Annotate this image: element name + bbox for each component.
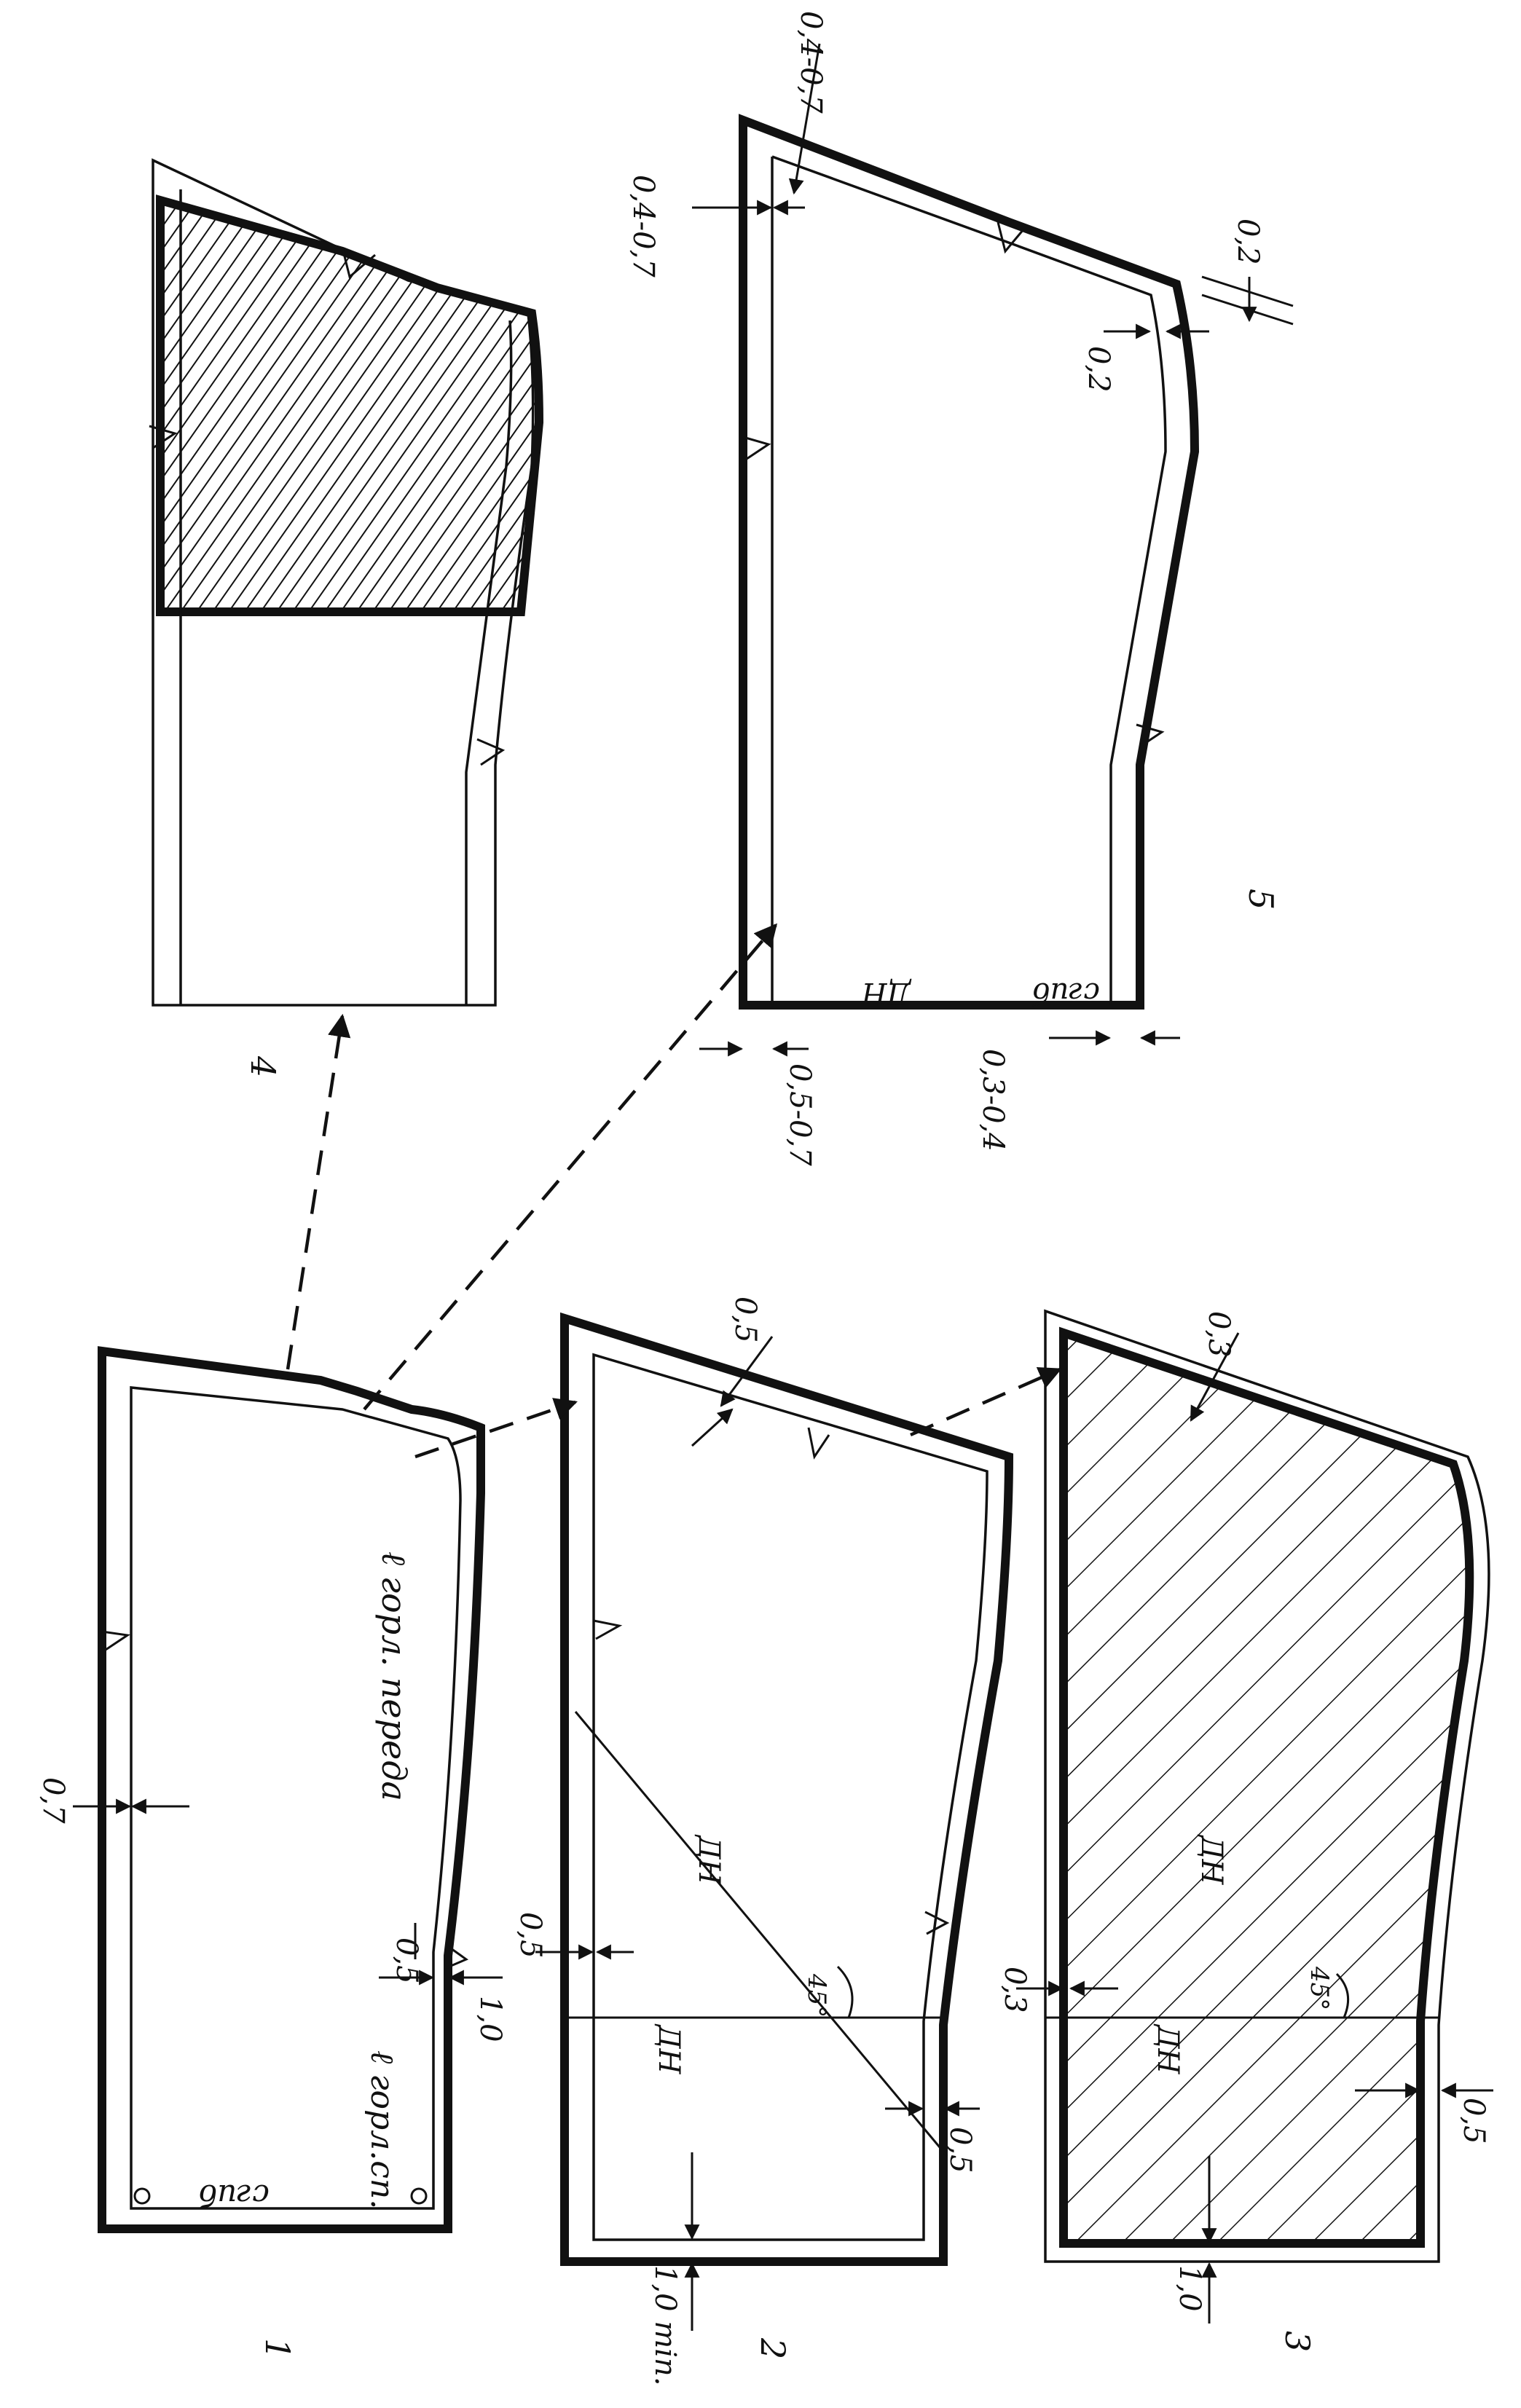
piece-1-allowance-label: 0,5	[390, 1937, 423, 1984]
labels: 1 2 3 4 5 0,7 1,0 0,5 ℓ горл.сп. ℓ горл.…	[36, 11, 1490, 2386]
piece-4-notch	[476, 738, 506, 766]
piece-5-facing	[692, 43, 1294, 1057]
piece-1-neck-back-label: ℓ горл.сп.	[363, 2050, 401, 2209]
piece-5-notch	[742, 436, 771, 460]
piece-2-angle-arc	[836, 1965, 854, 2018]
piece-5-grain-label: ДН	[860, 976, 912, 1010]
piece-3-angle-arc	[1335, 1972, 1350, 2018]
piece-3-dim	[1190, 1332, 1240, 1422]
piece-2-notch	[807, 1427, 830, 1460]
arrow-to-piece-5	[363, 923, 778, 1411]
piece-5-fold-label: сгиб	[1032, 976, 1100, 1010]
figure-number: 3	[1278, 2331, 1317, 2352]
piece-1-neck-front-label: ℓ горл. переда	[374, 1551, 414, 1801]
piece-5-allowance-label: 0,5-0,7	[783, 1063, 817, 1166]
arrow-to-piece-2	[414, 1398, 578, 1459]
piece-5-dim	[1201, 294, 1294, 326]
piece-2-bias-line	[574, 1711, 948, 2157]
piece-3-allowance-label: 0,3	[1202, 1311, 1235, 1358]
piece-5-allowance-label: 0,4-0,7	[794, 11, 828, 114]
piece-2-dim	[720, 1336, 774, 1407]
piece-5-dim	[1201, 275, 1294, 307]
piece-5-allowance-label: 0,4-0,7	[626, 175, 660, 278]
piece-4-hatched-area	[156, 194, 544, 616]
figure-number: 2	[753, 2337, 793, 2359]
piece-1-inner-line	[130, 1386, 462, 2210]
piece-3-outer-line	[1044, 1309, 1490, 2263]
piece-2-allowance-label: 0,5	[514, 1912, 547, 1959]
piece-2-grain-label: ДН	[652, 2023, 685, 2075]
piece-3-allowance-label: 0,5	[1457, 2098, 1490, 2144]
piece-2-outline	[560, 1312, 1014, 2266]
piece-2-allowance-label: 0,5	[943, 2127, 977, 2173]
figure-number: 1	[258, 2338, 297, 2359]
piece-1-corner-mark	[133, 2187, 151, 2205]
piece-2-angle-label: 45°	[802, 1973, 831, 2018]
piece-1-allowance-label: 0,7	[36, 1777, 70, 1824]
arrow-to-piece-3	[910, 1366, 1062, 1437]
piece-3-allowance-label: 1,0	[1173, 2265, 1206, 2312]
figure-number: 5	[1241, 889, 1281, 910]
figure-number: 4	[243, 1055, 283, 1077]
piece-1-notch	[101, 1630, 131, 1651]
piece-5-allowance-label: 0,2	[1082, 346, 1115, 393]
piece-2-dim	[691, 1408, 734, 1447]
piece-2-bias-label: ДН	[692, 1834, 726, 1886]
piece-3-angle-label: 45°	[1305, 1966, 1334, 2010]
piece-1-fold-label: сгиб	[198, 2178, 270, 2214]
piece-3-allowance-label: 0,3	[998, 1967, 1031, 2013]
piece-5-inner-line	[771, 155, 1167, 1005]
piece-4-notch	[149, 425, 178, 449]
piece-2-allowance-label: 1,0 min.	[648, 2265, 682, 2386]
piece-2-notch	[593, 1619, 623, 1640]
piece-1-collar-draft	[73, 1346, 503, 2233]
piece-3-bias-label: ДН	[1195, 1834, 1228, 1886]
piece-3-outline	[1059, 1326, 1474, 2248]
piece-1-notch-neck	[445, 1943, 469, 1970]
piece-3-hatched-piece	[1016, 1309, 1493, 2324]
piece-1-corner-mark	[410, 2187, 428, 2205]
piece-2-allowance-label: 0,5	[728, 1297, 762, 1343]
piece-4-collar-stand	[149, 158, 544, 1007]
piece-4-inner-line	[179, 189, 513, 1005]
piece-1-outline	[98, 1346, 486, 2233]
piece-4-notch	[341, 247, 376, 279]
piece-3-grain-label: ДН	[1151, 2023, 1184, 2075]
piece-5-dim	[788, 43, 821, 195]
piece-2-inner-line	[592, 1353, 989, 2241]
piece-5-allowance-label: 0,2	[1231, 219, 1265, 265]
piece-5-allowance-label: 0,3-0,4	[976, 1049, 1010, 1152]
piece-5-notch	[1136, 723, 1165, 748]
piece-1-allowance-label: 1,0	[473, 1996, 507, 2042]
piece-2-bias-piece	[535, 1312, 1014, 2331]
piece-5-outline	[739, 114, 1200, 1010]
piece-5-notch	[997, 221, 1025, 254]
connector-arrows	[286, 923, 1062, 1459]
arrow-to-piece-4	[286, 1013, 351, 1370]
piece-2-notch	[924, 1911, 950, 1935]
